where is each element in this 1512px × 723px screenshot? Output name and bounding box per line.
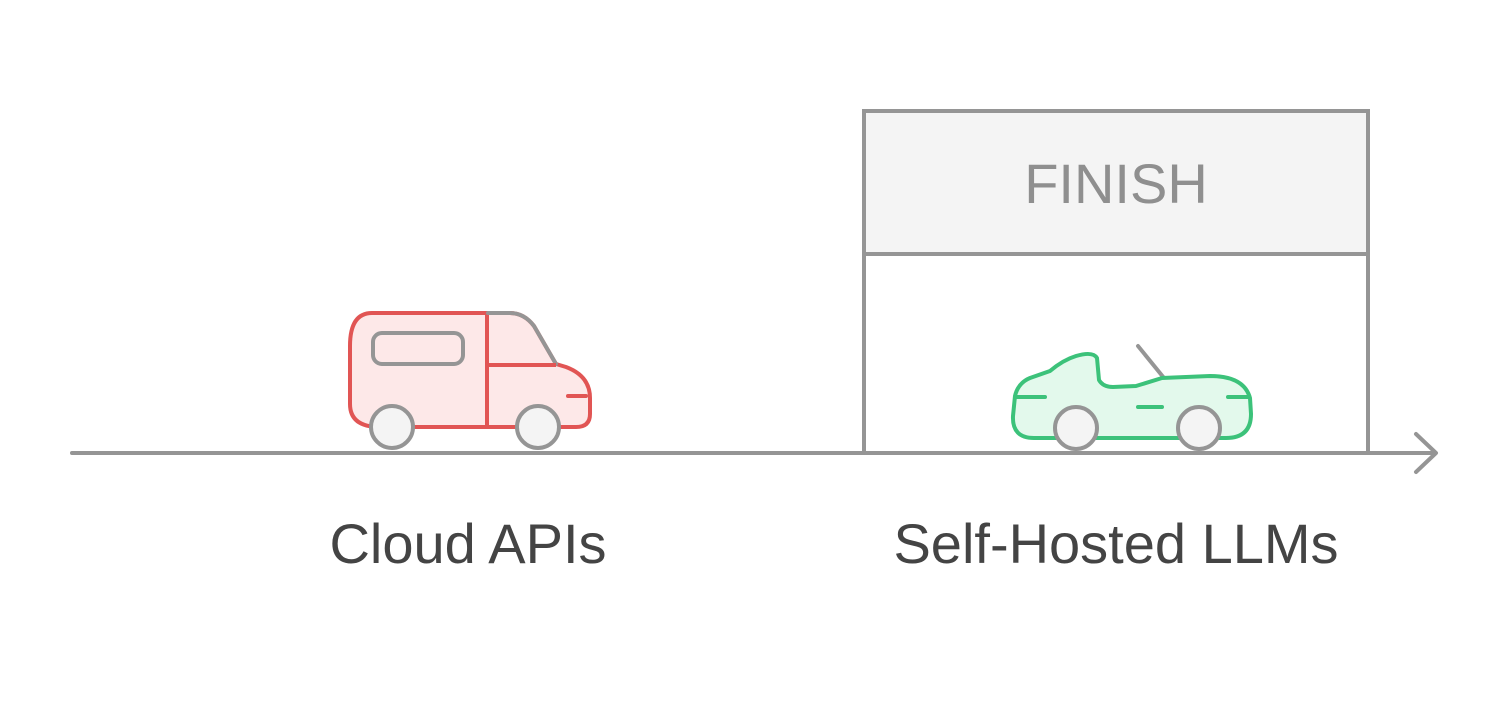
- track-arrow: [70, 432, 1438, 474]
- van-icon: [348, 311, 592, 450]
- car-windshield: [1136, 344, 1166, 380]
- cloud-apis-label: Cloud APIs: [329, 512, 606, 575]
- finish-banner: [862, 109, 1370, 256]
- self-hosted-llms-label: Self-Hosted LLMs: [893, 512, 1338, 575]
- finish-label: FINISH: [1024, 152, 1208, 215]
- finish-gate: FINISH: [862, 109, 1370, 452]
- convertible-car-icon: [1010, 344, 1253, 451]
- van-rear-wheel: [369, 404, 415, 450]
- car-front-wheel: [1053, 405, 1099, 451]
- van-windshield: [486, 311, 558, 366]
- van-front-wheel: [515, 404, 561, 450]
- arrow-head-icon: [1414, 432, 1438, 474]
- car-rear-wheel: [1176, 405, 1222, 451]
- van-window: [371, 331, 465, 366]
